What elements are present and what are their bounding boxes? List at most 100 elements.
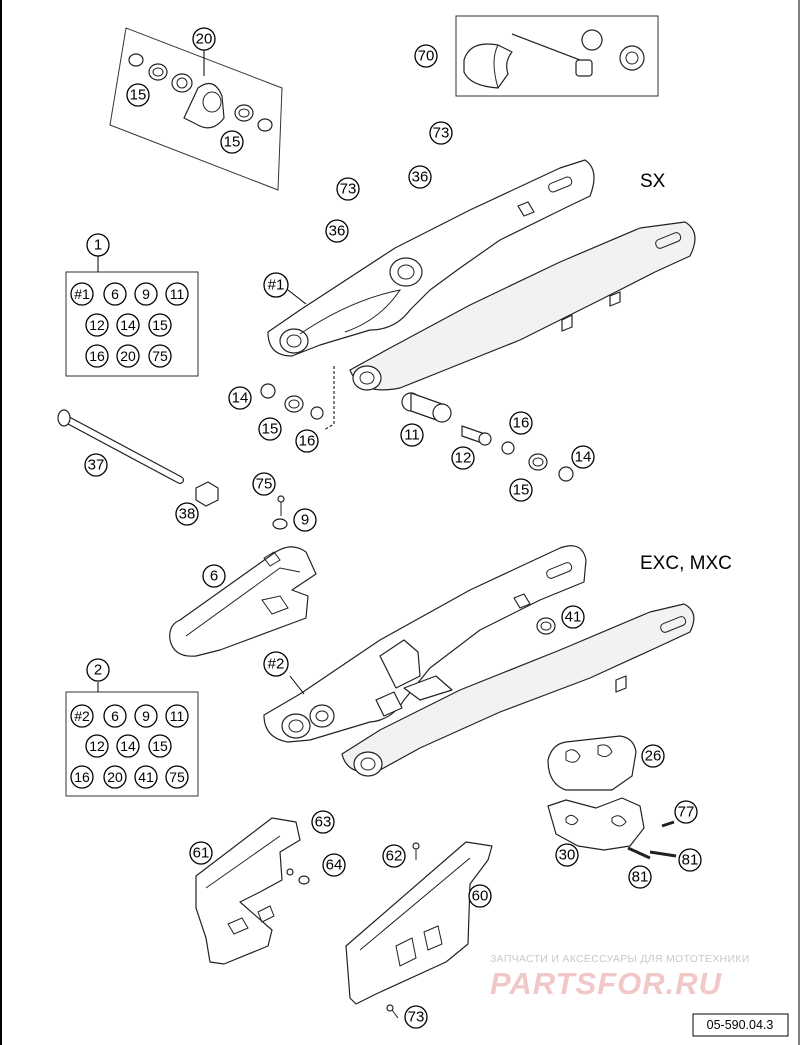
svg-text:26: 26 bbox=[645, 748, 662, 765]
svg-text:37: 37 bbox=[88, 457, 105, 474]
callout-73: 73 bbox=[404, 1005, 428, 1029]
callout-77: 77 bbox=[674, 800, 698, 824]
svg-text:60: 60 bbox=[472, 888, 489, 905]
sx-variant-label: SX bbox=[640, 171, 666, 192]
callout-75: 75 bbox=[252, 472, 276, 496]
kit-1-item-callout: 75 bbox=[148, 344, 172, 368]
callout-14: 14 bbox=[228, 386, 252, 410]
watermark-tagline: ЗАПЧАСТИ И АКСЕССУАРЫ ДЛЯ МОТОТЕХНИКИ bbox=[490, 953, 750, 965]
kit-2-item-callout: #2 bbox=[70, 704, 94, 728]
chain-slider-screw-illustration bbox=[272, 495, 288, 530]
chain-roller-illustration bbox=[536, 617, 556, 635]
callout-63: 63 bbox=[311, 810, 335, 834]
callout-1: 1 bbox=[86, 233, 110, 257]
svg-text:63: 63 bbox=[315, 814, 332, 831]
svg-text:14: 14 bbox=[575, 449, 592, 466]
svg-text:20: 20 bbox=[196, 31, 213, 48]
svg-text:30: 30 bbox=[559, 847, 576, 864]
svg-text:12: 12 bbox=[89, 317, 105, 333]
kit-1-item-callout: 12 bbox=[85, 313, 109, 337]
svg-text:70: 70 bbox=[418, 48, 435, 65]
svg-text:12: 12 bbox=[89, 738, 105, 754]
svg-text:11: 11 bbox=[170, 708, 185, 724]
kit-1-item-callout: 6 bbox=[103, 282, 127, 306]
callout-6: 6 bbox=[202, 564, 226, 588]
svg-text:14: 14 bbox=[120, 738, 136, 754]
svg-text:#1: #1 bbox=[268, 277, 285, 294]
svg-text:41: 41 bbox=[565, 609, 582, 626]
callout-sx-swingarm: #1 bbox=[263, 272, 289, 298]
callout-9: 9 bbox=[293, 508, 317, 532]
kit-1-box bbox=[65, 271, 199, 377]
callout-38: 38 bbox=[175, 502, 199, 526]
svg-text:20: 20 bbox=[107, 769, 123, 785]
svg-text:16: 16 bbox=[74, 769, 90, 785]
callout-36: 36 bbox=[408, 165, 432, 189]
svg-text:11: 11 bbox=[404, 427, 420, 444]
chain-guide-illustration bbox=[547, 735, 677, 860]
callout-20: 20 bbox=[192, 27, 216, 51]
svg-text:75: 75 bbox=[256, 476, 273, 493]
svg-text:41: 41 bbox=[138, 769, 154, 785]
svg-text:81: 81 bbox=[682, 852, 699, 869]
svg-text:15: 15 bbox=[262, 421, 279, 438]
svg-text:9: 9 bbox=[142, 286, 150, 302]
svg-text:16: 16 bbox=[513, 415, 530, 432]
svg-text:73: 73 bbox=[433, 125, 450, 142]
svg-text:1: 1 bbox=[94, 237, 102, 254]
callout-14: 14 bbox=[571, 445, 595, 469]
svg-text:6: 6 bbox=[111, 286, 119, 302]
svg-text:73: 73 bbox=[340, 181, 357, 198]
callout-2: 2 bbox=[86, 658, 110, 682]
kit-2-item-callout: 75 bbox=[165, 765, 189, 789]
kit-1-item-callout: 16 bbox=[85, 344, 109, 368]
svg-text:38: 38 bbox=[179, 506, 196, 523]
callout-73: 73 bbox=[336, 177, 360, 201]
svg-text:75: 75 bbox=[169, 769, 185, 785]
callout-81: 81 bbox=[678, 848, 702, 872]
callout-exc-swingarm: #2 bbox=[263, 651, 289, 677]
callout-37: 37 bbox=[84, 453, 108, 477]
callout-16: 16 bbox=[509, 411, 533, 435]
svg-text:16: 16 bbox=[89, 348, 105, 364]
chain-slider-illustration bbox=[169, 546, 317, 657]
kit-2-item-callout: 16 bbox=[70, 765, 94, 789]
chain-guard-illustration bbox=[195, 817, 310, 965]
pivot-bearing-kit-group bbox=[109, 27, 283, 191]
svg-text:16: 16 bbox=[299, 433, 316, 450]
kit-2-item-callout: 14 bbox=[116, 734, 140, 758]
svg-text:6: 6 bbox=[210, 568, 218, 585]
svg-text:#2: #2 bbox=[74, 708, 90, 724]
callout-60: 60 bbox=[468, 884, 492, 908]
svg-text:15: 15 bbox=[513, 482, 530, 499]
callout-64: 64 bbox=[322, 853, 346, 877]
exc-swingarm-illustration bbox=[263, 545, 695, 777]
callout-26: 26 bbox=[641, 744, 665, 768]
kit-1-item-callout: 20 bbox=[116, 344, 140, 368]
svg-text:81: 81 bbox=[632, 869, 649, 886]
svg-text:6: 6 bbox=[111, 708, 119, 724]
svg-text:36: 36 bbox=[329, 223, 346, 240]
drawing-code: 05-590.04.3 bbox=[707, 1018, 774, 1032]
svg-text:20: 20 bbox=[120, 348, 136, 364]
callout-36: 36 bbox=[325, 219, 349, 243]
callout-12: 12 bbox=[451, 446, 475, 470]
svg-text:#2: #2 bbox=[268, 656, 285, 673]
kit-2-item-callout: 6 bbox=[103, 704, 127, 728]
exc-mxc-variant-label: EXC, MXC bbox=[640, 553, 732, 574]
callout-73: 73 bbox=[429, 121, 453, 145]
svg-text:62: 62 bbox=[386, 848, 403, 865]
pivot-axle-illustration bbox=[57, 409, 219, 507]
callout-81: 81 bbox=[628, 865, 652, 889]
svg-text:12: 12 bbox=[455, 450, 472, 467]
callout-61: 61 bbox=[189, 841, 213, 865]
callout-15: 15 bbox=[126, 83, 150, 107]
callout-16: 16 bbox=[295, 429, 319, 453]
watermark-brand: PARTSFOR.RU bbox=[490, 966, 723, 1001]
svg-text:2: 2 bbox=[94, 662, 102, 679]
kit-1-item-callout: 15 bbox=[148, 313, 172, 337]
svg-text:14: 14 bbox=[232, 390, 249, 407]
svg-text:64: 64 bbox=[326, 857, 343, 874]
kit-1-item-callout: #1 bbox=[70, 282, 94, 306]
